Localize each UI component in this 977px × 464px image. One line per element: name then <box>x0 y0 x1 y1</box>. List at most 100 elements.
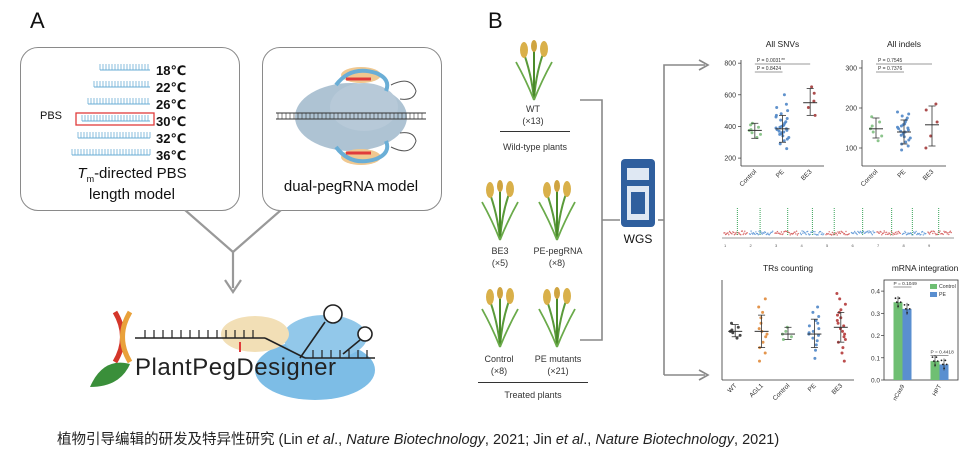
tm-rest: -directed PBS <box>94 165 187 182</box>
data-point <box>784 120 788 124</box>
data-point <box>817 315 821 318</box>
treated-plants-label: Treated plants <box>504 390 562 400</box>
track-point <box>760 232 763 234</box>
data-point <box>924 108 928 112</box>
chart-title: All indels <box>887 39 921 49</box>
track-point <box>744 233 747 235</box>
track-tick-label: 1 <box>724 243 727 248</box>
track-point <box>823 233 825 235</box>
y-tick-label: 0.1 <box>871 355 880 362</box>
track-point <box>761 233 763 235</box>
track-point <box>767 232 769 234</box>
data-point <box>784 329 788 333</box>
track-point <box>788 232 791 234</box>
data-point <box>871 130 875 134</box>
track-point <box>922 234 924 236</box>
data-point <box>908 308 911 310</box>
control-count: (×8) <box>490 366 508 376</box>
data-point <box>757 125 760 129</box>
legend-label: PE <box>939 292 946 298</box>
data-point <box>811 310 815 314</box>
control-label: Control <box>484 354 514 364</box>
data-point <box>813 113 817 117</box>
track-point <box>948 231 951 233</box>
track-point <box>948 233 950 236</box>
track-point <box>878 232 881 234</box>
track-point <box>838 231 841 233</box>
track-point <box>845 230 847 233</box>
track-point <box>738 232 740 234</box>
track-point <box>775 232 778 234</box>
track-point <box>885 233 887 236</box>
data-point <box>806 106 810 109</box>
data-point <box>931 356 934 358</box>
data-point <box>757 327 761 331</box>
track-point <box>928 232 930 234</box>
wt-count: (×13) <box>522 116 544 126</box>
track-point <box>807 233 810 235</box>
data-point <box>835 319 839 322</box>
data-point <box>840 351 844 355</box>
y-tick-label: 300 <box>845 66 857 73</box>
track-point <box>913 231 915 233</box>
chart-title: mRNA integration <box>892 263 959 273</box>
track-point <box>853 232 855 234</box>
track-point <box>792 232 795 235</box>
data-point <box>924 146 928 150</box>
data-point <box>785 147 789 151</box>
caption-part2: ., <box>334 432 347 448</box>
data-point <box>817 333 820 337</box>
temp-30: 30℃ <box>156 114 187 129</box>
track-point <box>897 230 900 233</box>
track-point <box>910 233 912 235</box>
data-point <box>934 364 936 366</box>
data-point <box>816 305 820 309</box>
pbs-highlight-box <box>75 112 155 126</box>
track-point <box>795 230 798 232</box>
track-point <box>741 230 744 232</box>
data-point <box>779 112 783 116</box>
data-point <box>838 297 842 301</box>
track-point <box>931 230 933 232</box>
data-point <box>935 120 939 124</box>
track-point <box>821 232 823 234</box>
caption-part1: 植物引导编辑的研发及特异性研究 (Lin <box>57 432 307 448</box>
data-point <box>880 134 884 138</box>
caption-part5: , 2021) <box>734 432 780 448</box>
track-point <box>837 231 839 233</box>
bar <box>939 364 949 380</box>
caption-journal1: Nature Biotechnology <box>346 432 485 448</box>
data-point <box>904 140 908 144</box>
plant-be3-icon <box>481 180 519 241</box>
temp-22: 22℃ <box>156 80 187 95</box>
track-point <box>731 233 733 235</box>
logo-text: PlantPegDesigner <box>135 354 337 381</box>
track-tick-label: 5 <box>826 243 829 248</box>
wt-label: WT <box>526 104 540 114</box>
data-point <box>945 363 948 366</box>
data-point <box>782 130 786 134</box>
track-point <box>946 233 948 235</box>
track-point <box>862 230 865 233</box>
bar <box>893 302 903 380</box>
track-point <box>894 231 897 234</box>
panel-b-letter: B <box>488 8 503 33</box>
data-point <box>750 131 754 135</box>
wgs-flow-lines <box>580 59 710 381</box>
dual-pegrna-illustration <box>276 67 426 165</box>
data-point <box>836 321 840 325</box>
y-tick-label: 0.0 <box>871 378 880 385</box>
track-point <box>812 230 814 233</box>
data-point <box>811 336 815 340</box>
track-point <box>724 232 726 234</box>
x-tick-label: WT <box>727 382 739 394</box>
sequencer-icon <box>621 159 655 227</box>
data-point <box>841 329 844 333</box>
data-point <box>897 305 899 308</box>
x-tick-label: PE <box>807 382 819 394</box>
track-point <box>871 234 873 236</box>
data-point <box>759 132 762 136</box>
pe-mutants-count: (×21) <box>547 366 569 376</box>
